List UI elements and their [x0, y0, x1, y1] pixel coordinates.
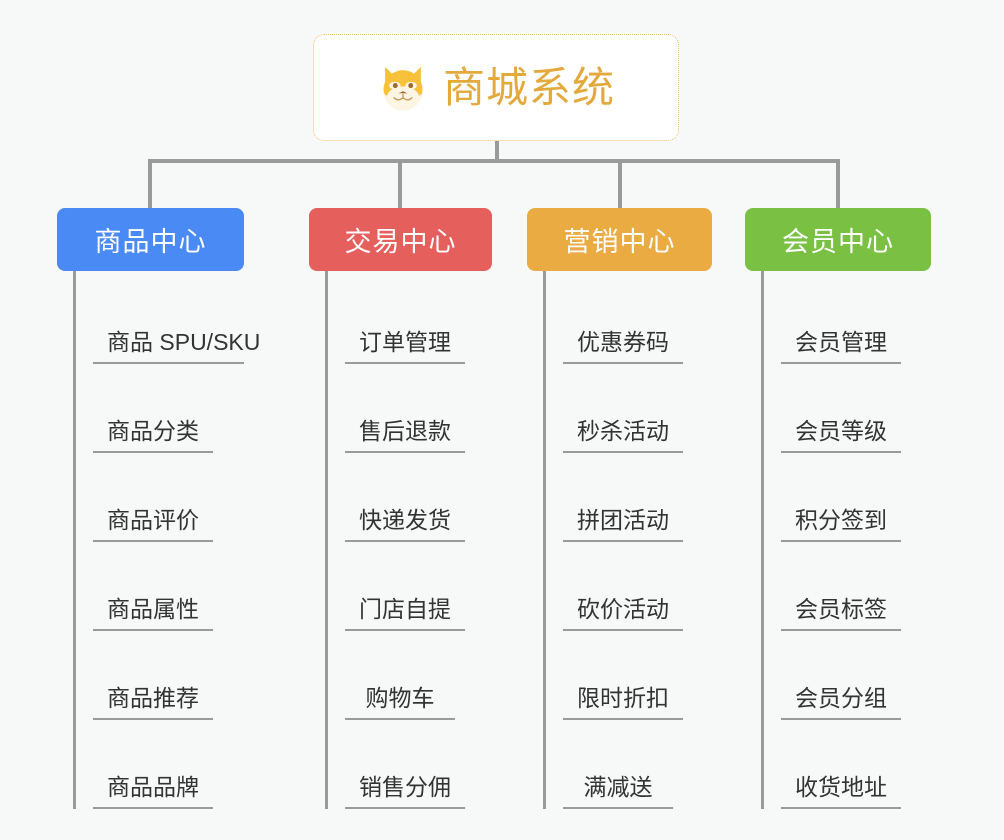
leaf-item-label: 商品 SPU/SKU — [93, 329, 260, 364]
connector-drop-2 — [398, 159, 402, 208]
leaf-item-label: 商品评价 — [93, 507, 213, 542]
root-node[interactable]: 商城系统 — [313, 34, 679, 141]
branch-column: 会员中心会员管理会员等级积分签到会员标签会员分组收货地址 — [745, 208, 931, 809]
leaf-item-label: 售后退款 — [345, 418, 465, 453]
leaf-item[interactable]: 订单管理 — [328, 275, 492, 364]
leaf-item[interactable]: 秒杀活动 — [546, 364, 712, 453]
leaf-item[interactable]: 门店自提 — [328, 542, 492, 631]
connector-drop-1 — [148, 159, 152, 208]
leaf-item[interactable]: 快递发货 — [328, 453, 492, 542]
leaf-item-label: 秒杀活动 — [563, 418, 683, 453]
leaf-item-label: 优惠券码 — [563, 329, 683, 364]
branch-items: 优惠券码秒杀活动拼团活动砍价活动限时折扣满减送 — [543, 271, 712, 809]
leaf-item[interactable]: 会员标签 — [764, 542, 931, 631]
leaf-item[interactable]: 会员等级 — [764, 364, 931, 453]
leaf-item-label: 购物车 — [345, 685, 455, 720]
leaf-item-label: 会员管理 — [781, 329, 901, 364]
leaf-item[interactable]: 限时折扣 — [546, 631, 712, 720]
leaf-item-label: 砍价活动 — [563, 596, 683, 631]
leaf-item[interactable]: 收货地址 — [764, 720, 931, 809]
connector-drop-3 — [618, 159, 622, 208]
leaf-item[interactable]: 会员管理 — [764, 275, 931, 364]
leaf-item-label: 快递发货 — [345, 507, 465, 542]
branch-items: 商品 SPU/SKU 商品分类商品评价商品属性商品推荐商品品牌 — [73, 271, 260, 809]
branch-column: 交易中心订单管理售后退款快递发货门店自提购物车销售分佣 — [309, 208, 492, 809]
leaf-item-label: 商品推荐 — [93, 685, 213, 720]
leaf-item-label: 收货地址 — [781, 774, 901, 809]
connector-horizontal-bus — [148, 159, 840, 163]
leaf-item[interactable]: 商品 SPU/SKU — [76, 275, 260, 364]
leaf-item-label: 会员标签 — [781, 596, 901, 631]
connector-drop-4 — [836, 159, 840, 208]
leaf-item-label: 订单管理 — [345, 329, 465, 364]
branch-header[interactable]: 商品中心 — [57, 208, 244, 271]
branch-column: 营销中心优惠券码秒杀活动拼团活动砍价活动限时折扣满减送 — [527, 208, 712, 809]
leaf-item[interactable]: 满减送 — [546, 720, 712, 809]
leaf-item[interactable]: 商品属性 — [76, 542, 244, 631]
branch-header[interactable]: 营销中心 — [527, 208, 712, 271]
leaf-item[interactable]: 购物车 — [328, 631, 492, 720]
leaf-item-label: 销售分佣 — [345, 774, 465, 809]
leaf-item-label: 门店自提 — [345, 596, 465, 631]
root-title: 商城系统 — [442, 63, 615, 111]
leaf-item-label: 积分签到 — [781, 507, 901, 542]
connector-root-stem — [495, 141, 499, 163]
leaf-item-label: 商品属性 — [93, 596, 213, 631]
leaf-item[interactable]: 会员分组 — [764, 631, 931, 720]
leaf-item[interactable]: 商品分类 — [76, 364, 244, 453]
leaf-item-label: 限时折扣 — [563, 685, 683, 720]
leaf-item[interactable]: 拼团活动 — [546, 453, 712, 542]
branch-header[interactable]: 交易中心 — [309, 208, 492, 271]
leaf-item[interactable]: 商品推荐 — [76, 631, 244, 720]
leaf-item[interactable]: 商品品牌 — [76, 720, 244, 809]
leaf-item[interactable]: 优惠券码 — [546, 275, 712, 364]
shiba-dog-face-icon — [383, 66, 423, 111]
leaf-item-label: 满减送 — [563, 774, 673, 809]
branch-header[interactable]: 会员中心 — [745, 208, 931, 271]
leaf-item[interactable]: 售后退款 — [328, 364, 492, 453]
branch-items: 订单管理售后退款快递发货门店自提购物车销售分佣 — [325, 271, 492, 809]
leaf-item[interactable]: 商品评价 — [76, 453, 244, 542]
leaf-item-label: 商品品牌 — [93, 774, 213, 809]
leaf-item[interactable]: 销售分佣 — [328, 720, 492, 809]
leaf-item-label: 拼团活动 — [563, 507, 683, 542]
leaf-item-label: 会员分组 — [781, 685, 901, 720]
leaf-item-label: 会员等级 — [781, 418, 901, 453]
branch-items: 会员管理会员等级积分签到会员标签会员分组收货地址 — [761, 271, 931, 809]
branch-column: 商品中心商品 SPU/SKU 商品分类商品评价商品属性商品推荐商品品牌 — [57, 208, 260, 809]
leaf-item[interactable]: 积分签到 — [764, 453, 931, 542]
leaf-item-label: 商品分类 — [93, 418, 213, 453]
leaf-item[interactable]: 砍价活动 — [546, 542, 712, 631]
